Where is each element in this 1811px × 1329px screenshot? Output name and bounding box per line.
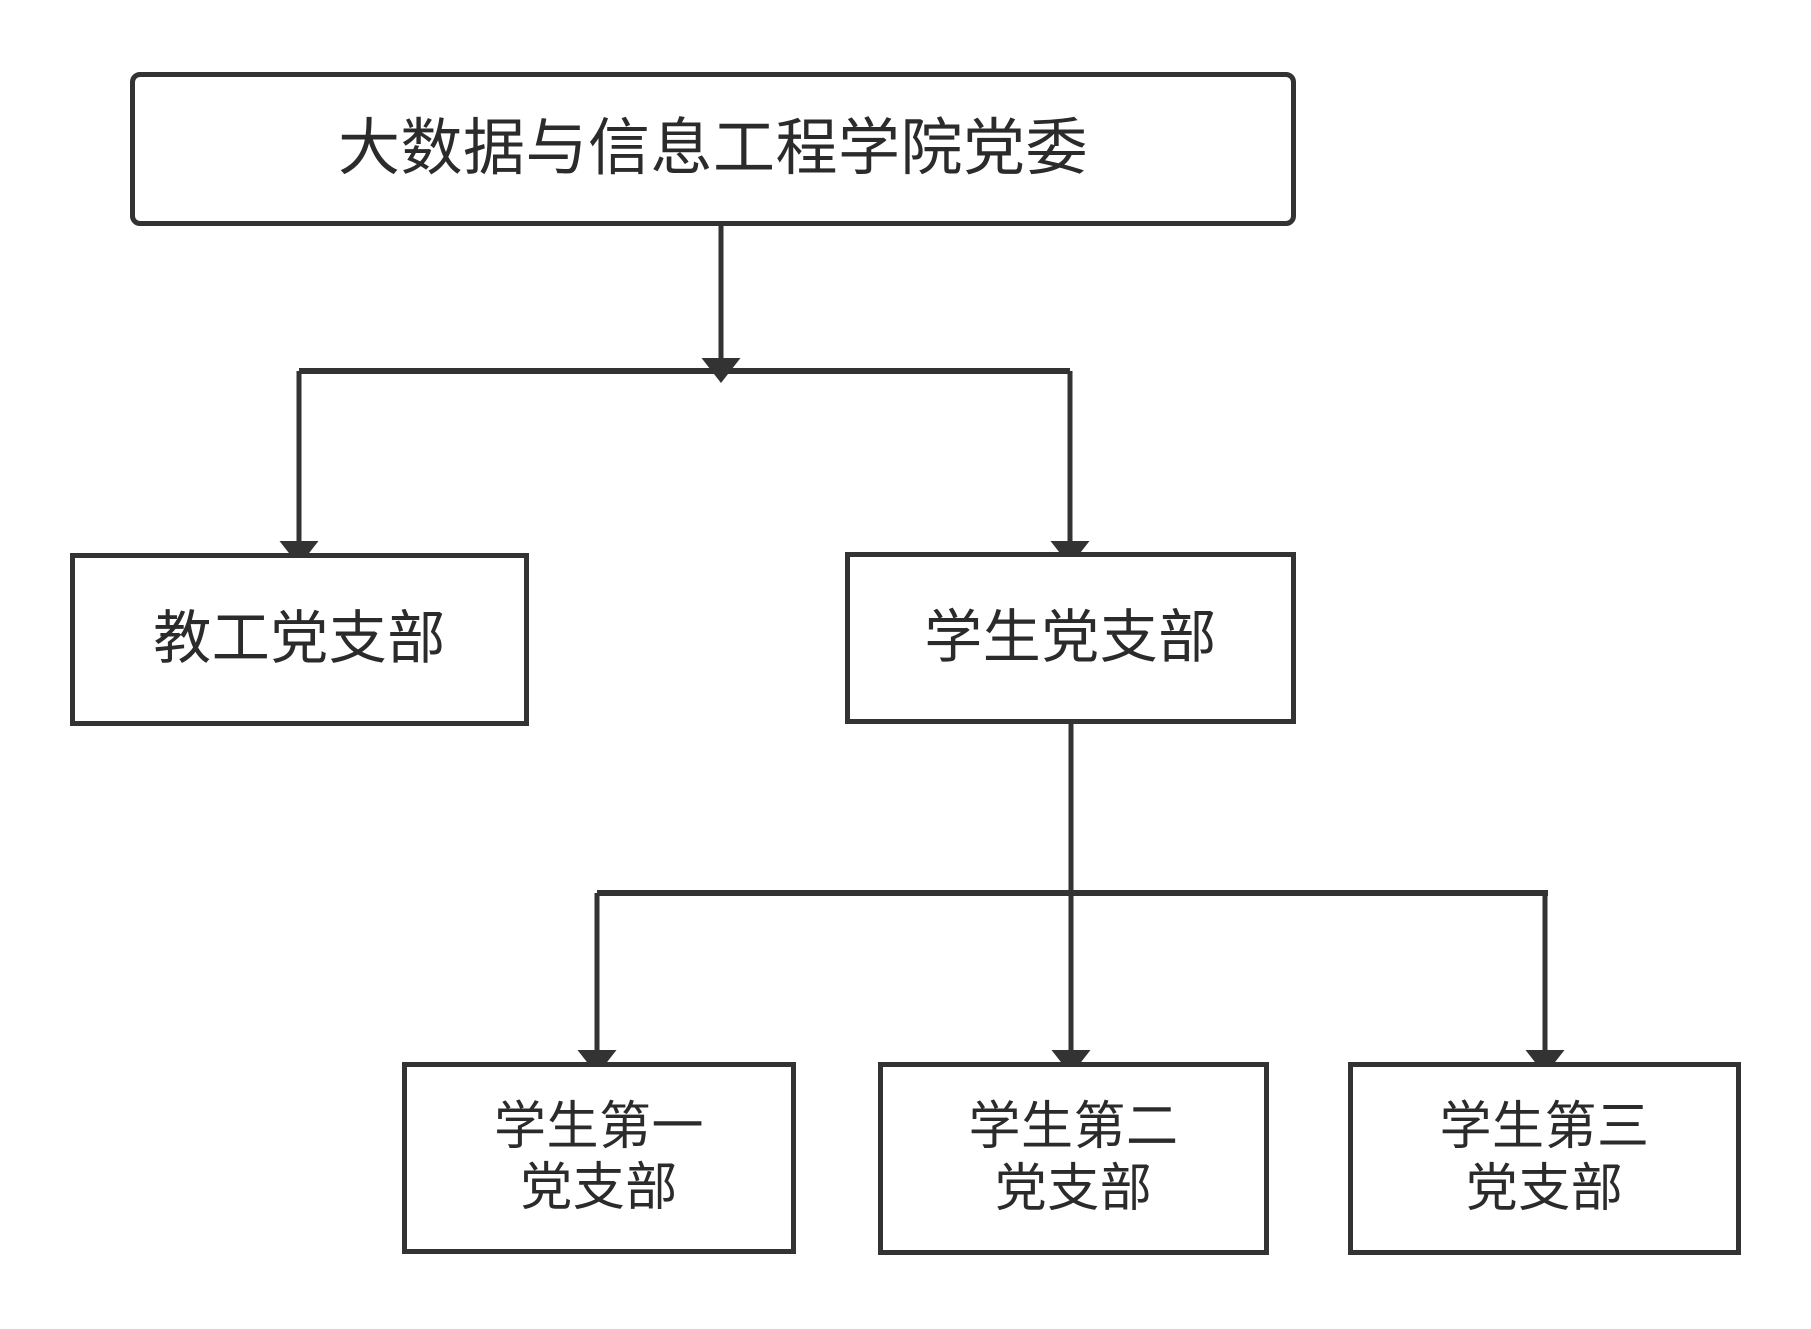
node-student-party-branch-1[interactable]: 学生第一 党支部 [402,1062,796,1254]
node-student-party-branch[interactable]: 学生党支部 [845,552,1296,724]
node-label: 学生第一 党支部 [493,1097,704,1217]
node-label: 学生党支部 [924,604,1217,670]
node-student-party-branch-3[interactable]: 学生第三 党支部 [1348,1062,1741,1255]
node-label: 教工党支部 [153,606,446,672]
node-label: 大数据与信息工程学院党委 [337,114,1088,184]
node-student-party-branch-2[interactable]: 学生第二 党支部 [878,1062,1269,1255]
node-college-party-committee[interactable]: 大数据与信息工程学院党委 [130,72,1296,226]
node-label: 学生第二 党支部 [968,1098,1179,1218]
node-label: 学生第三 党支部 [1439,1098,1650,1218]
node-faculty-party-branch[interactable]: 教工党支部 [70,553,529,726]
